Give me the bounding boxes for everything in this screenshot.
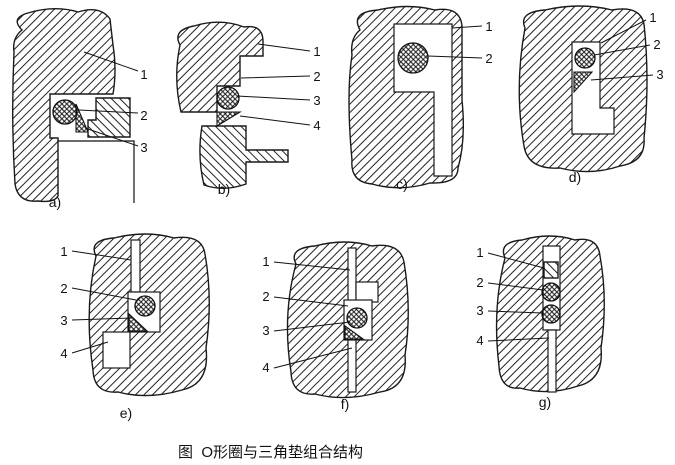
callout-number: 1 (262, 254, 269, 269)
triangular-gasket (344, 324, 365, 340)
callout-number: 3 (60, 313, 67, 328)
triangular-gasket (128, 312, 149, 332)
callout-number: 1 (649, 10, 656, 25)
subfigure-label: c) (396, 176, 408, 192)
o-ring (541, 304, 561, 324)
callout-number: 3 (313, 93, 320, 108)
callout-number: 2 (653, 37, 660, 52)
callout-number: 1 (313, 44, 320, 59)
callout-number: 2 (140, 108, 147, 123)
leader-lines (487, 252, 550, 342)
subfigure-label: d) (569, 169, 581, 185)
subfigure-label: a) (49, 194, 61, 210)
subfigure-f: 1 2 3 4 f) (262, 241, 409, 412)
callout-number: 1 (140, 67, 147, 82)
callout-number: 4 (60, 346, 67, 361)
callout-number: 2 (476, 275, 483, 290)
hatched-body (12, 8, 116, 203)
step-cutout (355, 281, 379, 303)
callout-number: 3 (262, 323, 269, 338)
o-ring (52, 99, 78, 125)
rod-outline (58, 140, 135, 203)
o-ring (397, 42, 429, 74)
subfigure-b: 1 2 3 4 b) (176, 21, 321, 197)
callout-number: 1 (485, 19, 492, 34)
leader-lines (71, 250, 137, 354)
joint-seam (130, 239, 141, 293)
leader-lines (236, 43, 311, 126)
callout-number: 4 (262, 360, 269, 375)
subfigure-g: 1 2 3 4 g) (476, 235, 605, 410)
callout-number: 4 (476, 333, 483, 348)
step-cutout (102, 331, 131, 369)
hatched-body (176, 21, 264, 113)
leader-lines (273, 261, 353, 369)
callout-number: 3 (476, 303, 483, 318)
callout-number: 1 (476, 245, 483, 260)
o-ring (541, 282, 561, 302)
o-ring (346, 307, 368, 329)
subfigure-label: b) (218, 181, 230, 197)
callout-number: 1 (60, 244, 67, 259)
callout-number: 4 (313, 118, 320, 133)
triangular-gasket (216, 111, 242, 127)
subfigure-c: 1 2 c) (348, 5, 493, 192)
triangular-gasket (573, 71, 594, 94)
subfigure-label: g) (539, 394, 551, 410)
callout-number: 3 (656, 67, 663, 82)
o-ring (134, 295, 156, 317)
leader-lines (590, 19, 654, 81)
subfigure-e: 1 2 3 4 e) (60, 233, 210, 421)
subfigure-label: e) (120, 405, 132, 421)
subfigure-d: 1 2 3 d) (518, 5, 664, 185)
o-ring (574, 47, 596, 69)
backup-ring (543, 261, 559, 279)
lower-body-section (199, 125, 289, 189)
figure-caption: 图 O形圈与三角垫组合结构 (178, 444, 364, 461)
callout-number: 2 (60, 281, 67, 296)
callout-number: 2 (262, 289, 269, 304)
leader-lines (427, 25, 483, 59)
callout-number: 3 (140, 140, 147, 155)
o-ring (216, 86, 240, 110)
rod-slot (547, 329, 557, 393)
subfigure-label: f) (341, 396, 350, 412)
gland-section (87, 97, 131, 138)
leader-lines (78, 51, 139, 147)
callout-number: 2 (485, 51, 492, 66)
callout-number: 2 (313, 69, 320, 84)
subfigure-a: 1 2 3 a) (12, 8, 148, 210)
triangular-gasket (75, 103, 89, 133)
